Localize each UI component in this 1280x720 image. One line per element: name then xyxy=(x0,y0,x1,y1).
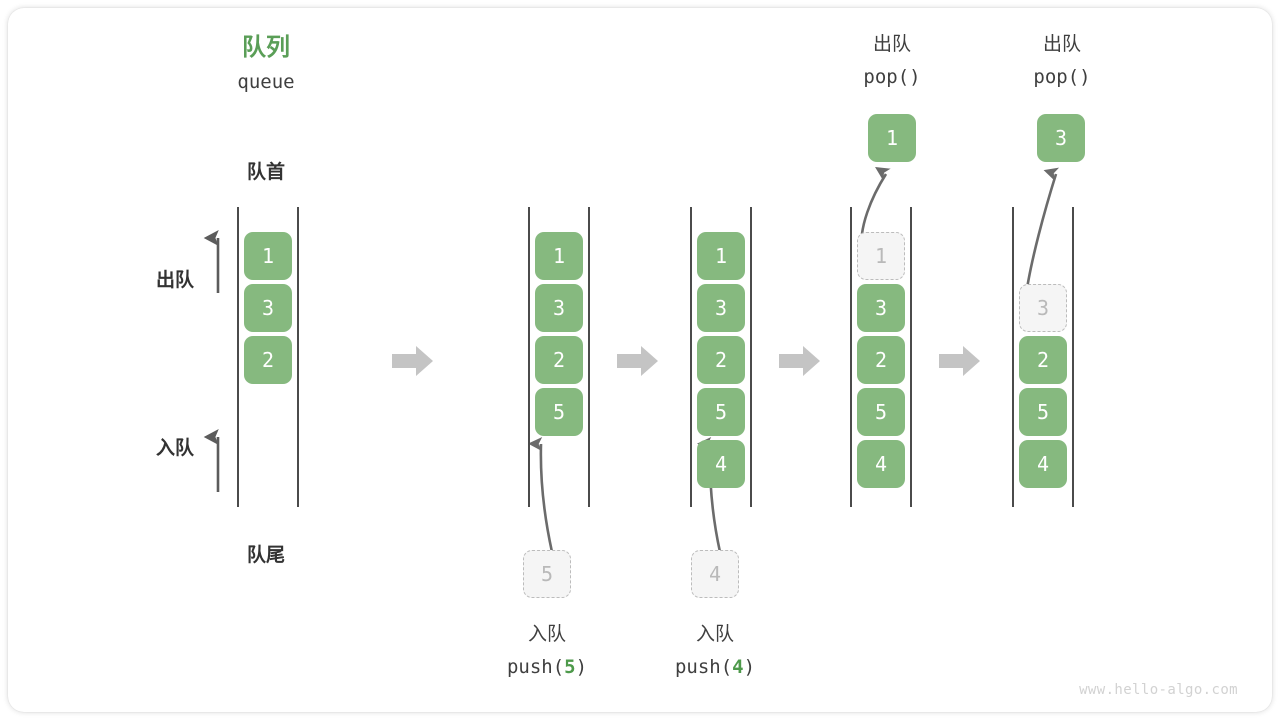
push5-code-prefix: push( xyxy=(506,656,565,678)
queue-cell: 1 xyxy=(244,232,292,280)
push4-code-arg: 4 xyxy=(732,656,744,678)
tube-rail-left xyxy=(1012,207,1014,507)
queue-tube-pop1 xyxy=(850,207,912,507)
flow-arrow-icon xyxy=(617,344,659,378)
queue-cell: 2 xyxy=(1019,336,1067,384)
queue-tail-label: 队尾 xyxy=(246,544,285,566)
queue-cell: 3 xyxy=(535,284,583,332)
queue-cell: 5 xyxy=(535,388,583,436)
popped-cell: 1 xyxy=(868,114,916,162)
queue-cell-ghost: 3 xyxy=(1019,284,1067,332)
diagram-title-en: queue xyxy=(237,71,295,93)
flow-arrow-icon xyxy=(939,344,981,378)
queue-cell: 4 xyxy=(697,440,745,488)
queue-cell: 3 xyxy=(244,284,292,332)
enqueue-direction-label: 入队 xyxy=(155,437,194,459)
queue-cell: 3 xyxy=(697,284,745,332)
popped-cell: 3 xyxy=(1037,114,1085,162)
dequeue-direction-label: 出队 xyxy=(155,269,194,291)
tube-rail-left xyxy=(690,207,692,507)
tube-rail-left xyxy=(528,207,530,507)
queue-cell: 1 xyxy=(697,232,745,280)
flow-arrow-icon xyxy=(392,344,434,378)
pop3-code-suffix: ) xyxy=(1079,66,1091,88)
tube-rail-right xyxy=(750,207,752,507)
incoming-cell: 4 xyxy=(691,550,739,598)
pop1-code-suffix: ) xyxy=(909,66,921,88)
flow-arrow-icon xyxy=(779,344,821,378)
queue-tube-pop3 xyxy=(1012,207,1074,507)
queue-cell: 2 xyxy=(857,336,905,384)
pop3-op-code: pop() xyxy=(1002,65,1122,89)
queue-cell: 4 xyxy=(1019,440,1067,488)
queue-head-label: 队首 xyxy=(246,161,285,183)
incoming-cell: 5 xyxy=(523,550,571,598)
pop3-code-prefix: pop( xyxy=(1033,66,1080,88)
push5-op-label: 入队 xyxy=(527,623,566,645)
queue-cell: 5 xyxy=(857,388,905,436)
tube-rail-left xyxy=(237,207,239,507)
queue-cell: 2 xyxy=(697,336,745,384)
tube-rail-left xyxy=(850,207,852,507)
tube-rail-right xyxy=(910,207,912,507)
push4-code-prefix: push( xyxy=(674,656,733,678)
queue-cell-ghost: 1 xyxy=(857,232,905,280)
site-watermark: www.hello-algo.com xyxy=(1079,682,1238,698)
push5-code-suffix: ) xyxy=(575,656,588,678)
queue-cell: 1 xyxy=(535,232,583,280)
push5-code-arg: 5 xyxy=(564,656,576,678)
queue-tube-initial xyxy=(237,207,299,507)
push4-op-label: 入队 xyxy=(695,623,734,645)
queue-tube-push5 xyxy=(528,207,590,507)
queue-cell: 2 xyxy=(535,336,583,384)
queue-cell: 3 xyxy=(857,284,905,332)
queue-cell: 5 xyxy=(1019,388,1067,436)
queue-cell: 2 xyxy=(244,336,292,384)
push4-op-code: push(4) xyxy=(655,655,775,679)
tube-rail-right xyxy=(297,207,299,507)
pop1-code-prefix: pop( xyxy=(863,66,910,88)
pop1-op-label: 出队 xyxy=(872,33,911,55)
pop1-op-code: pop() xyxy=(832,65,952,89)
tube-rail-right xyxy=(1072,207,1074,507)
queue-tube-push4 xyxy=(690,207,752,507)
queue-cell: 4 xyxy=(857,440,905,488)
tube-rail-right xyxy=(588,207,590,507)
diagram-title-cn: 队列 xyxy=(242,33,290,61)
pop3-op-label: 出队 xyxy=(1042,33,1081,55)
push5-op-code: push(5) xyxy=(487,655,607,679)
push4-code-suffix: ) xyxy=(743,656,756,678)
queue-cell: 5 xyxy=(697,388,745,436)
